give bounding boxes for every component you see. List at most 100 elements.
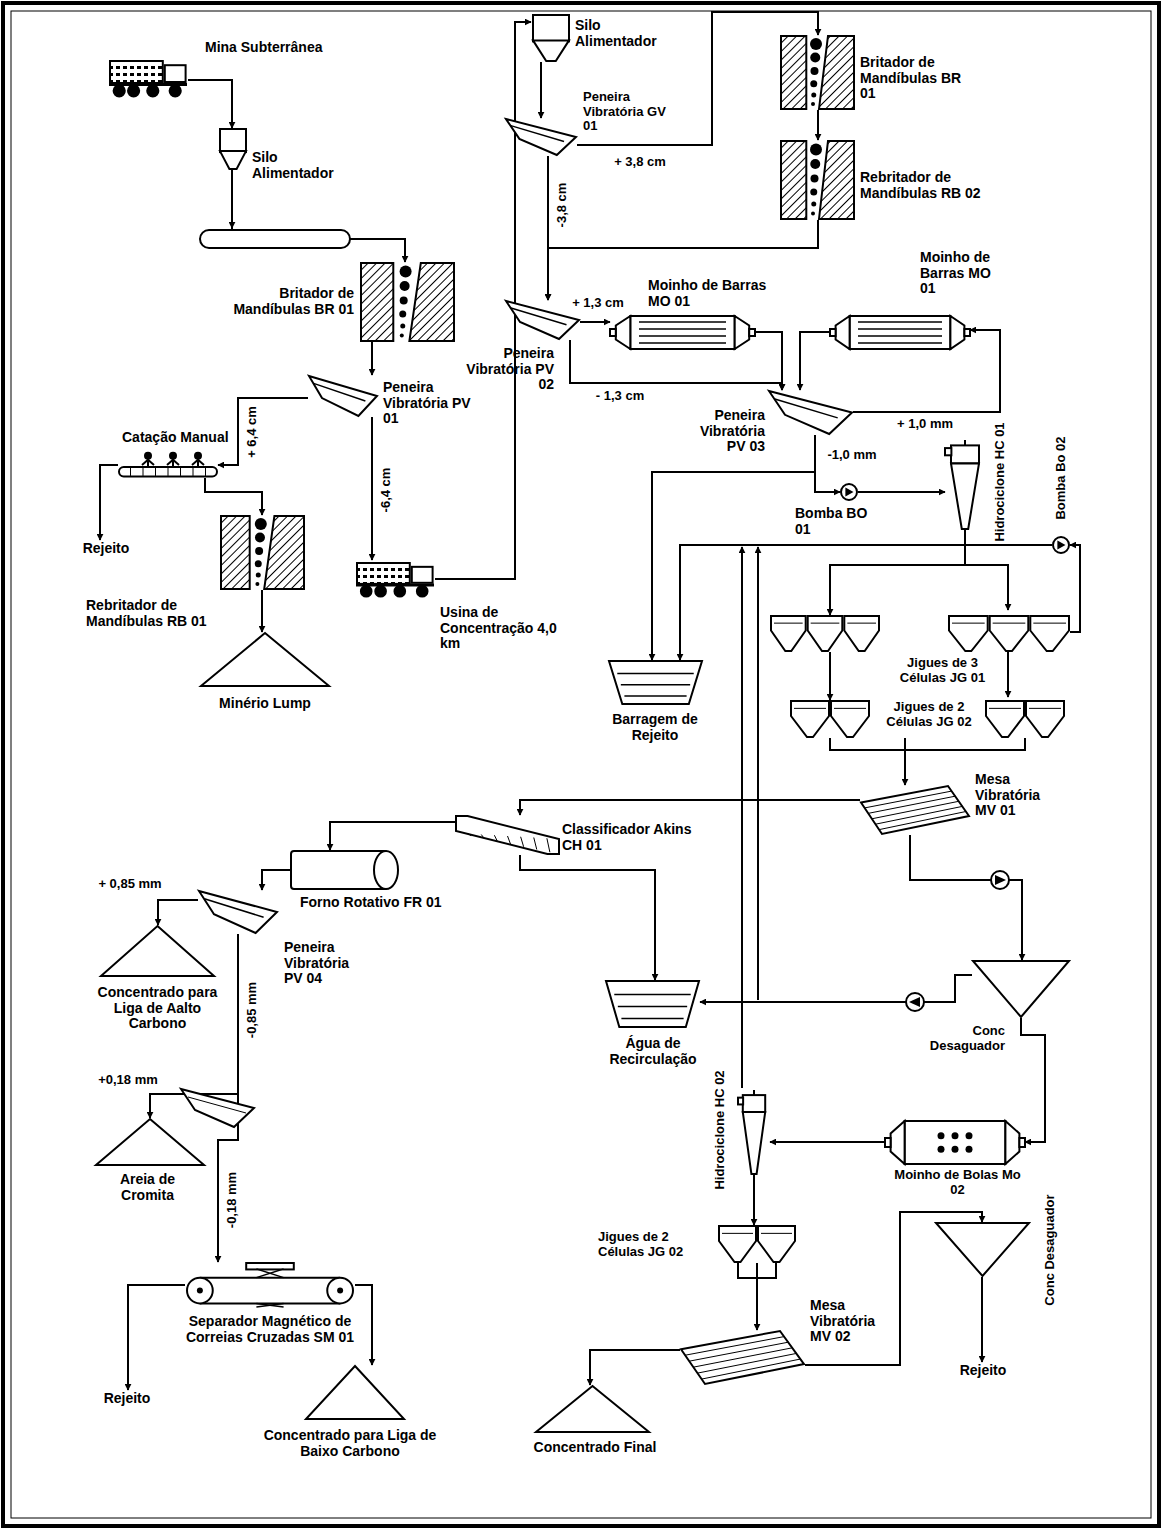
stockpile-drawing	[305, 1365, 405, 1420]
equipment-label: Classificador Akins CH 01	[562, 822, 707, 853]
jaw-crusher: Britador de Mandíbulas BR 01	[780, 35, 855, 110]
equipment-label: Areia de Cromita	[95, 1172, 200, 1203]
flow-line	[755, 332, 782, 390]
equipment-label: Bomba BO 01	[795, 506, 870, 537]
ball-mill: Moinho de Bolas Mo 02	[885, 1120, 1025, 1165]
pump-symbol: Bomba Bo 02	[1052, 536, 1070, 554]
stockpile: Minério Lump	[200, 632, 330, 687]
flow-line	[520, 855, 655, 980]
feed-bin-drawing	[531, 14, 571, 62]
flow-line	[520, 800, 860, 815]
flow-line	[218, 398, 308, 465]
size-fraction-label: -0,18 mm	[225, 1170, 239, 1230]
shaking-table-drawing	[680, 1330, 805, 1385]
jig-cells-drawing	[718, 1225, 796, 1263]
ball-mill-drawing	[885, 1120, 1025, 1165]
flow-line	[205, 478, 262, 515]
flow-line	[800, 332, 830, 390]
rod-mill: Moinho de Barras MO 01	[830, 315, 970, 350]
feed-bin: Silo Alimentador	[531, 14, 571, 62]
equipment-label: Hidrociclone HC 02	[713, 1070, 728, 1189]
rod-mill: Moinho de Barras MO 01	[610, 315, 755, 350]
vibrating-screen-drawing	[198, 890, 278, 934]
flow-line	[540, 62, 542, 118]
equipment-label: Barragem de Rejeito	[605, 712, 705, 743]
vibrating-screen: Peneira Vibratória GV 01	[505, 118, 577, 156]
equipment-label: Separador Magnético de Correias Cruzadas…	[180, 1314, 360, 1345]
flow-line	[577, 12, 818, 145]
flow-line	[910, 835, 1022, 960]
vibrating-screen-drawing	[768, 390, 853, 435]
flow-line	[371, 417, 373, 560]
equipment-label: Silo Alimentador	[575, 18, 685, 49]
equipment-label: Rejeito	[98, 1391, 156, 1407]
equipment-label: Bomba Bo 02	[1054, 436, 1069, 519]
page-frame-inner	[11, 11, 1151, 1518]
equipment-label: Concentrado para Liga de Baixo Carbono	[245, 1428, 455, 1459]
size-fraction-label: -0,85 mm	[245, 980, 259, 1040]
size-fraction-label: + 1,3 cm	[570, 296, 626, 310]
stockpile: Concentrado para Liga de Baixo Carbono	[305, 1365, 405, 1420]
vibrating-screen: Peneira Vibratória PV 02	[505, 300, 580, 340]
flow-line	[188, 80, 232, 128]
flow-line	[128, 1285, 185, 1390]
vibrating-screen: Peneira Vibratória PV 03	[768, 390, 853, 435]
rod-mill-drawing	[610, 315, 755, 350]
vibrating-screen-drawing	[505, 118, 577, 156]
shaking-table-drawing	[860, 785, 970, 835]
pump-symbol-drawing	[1052, 536, 1070, 554]
size-fraction-label: -6,4 cm	[379, 466, 393, 515]
belt-conveyor	[200, 172, 350, 248]
dewatering-cone: Conc Desaguador	[935, 1222, 1030, 1277]
text-node: Rejeito	[98, 1390, 156, 1410]
flow-line	[355, 1285, 372, 1365]
stockpile-drawing	[200, 632, 330, 687]
hydrocyclone-drawing	[945, 440, 985, 530]
jig-cells: Jigues de 3 Células JG 01	[770, 615, 1070, 652]
hydrocyclone-drawing	[738, 1090, 770, 1175]
vibrating-screen-drawing	[308, 375, 378, 417]
magnetic-separator: Separador Magnético de Correias Cruzadas…	[185, 1262, 355, 1308]
flow-line	[158, 900, 198, 925]
truck-symbol-drawing	[108, 58, 188, 98]
size-fraction-label: -3,8 cm	[555, 181, 569, 230]
vibrating-screen: Peneira Vibratória PV 04	[198, 890, 278, 934]
flow-line	[680, 545, 1052, 660]
slurry-pump	[906, 871, 1009, 1011]
flow-line	[1021, 1018, 1045, 1142]
picking-belt-drawing	[118, 452, 218, 478]
equipment-label: Britador de Mandíbulas BR 01	[860, 55, 980, 102]
tailings-dam: Barragem de Rejeito	[608, 660, 703, 705]
magnetic-separator-drawing	[185, 1262, 355, 1308]
tailings-dam-drawing	[608, 660, 703, 705]
equipment-label: Forno Rotativo FR 01	[300, 895, 450, 911]
equipment-label: Jigues de 2 Células JG 02	[874, 700, 984, 729]
flow-line	[753, 1175, 755, 1225]
rotary-kiln: Forno Rotativo FR 01	[290, 850, 400, 890]
screen-deck	[188, 1097, 246, 1113]
tailings-dam-drawing	[605, 980, 700, 1028]
equipment-label: Mesa Vibratória MV 01	[975, 772, 1060, 819]
page-frame	[3, 3, 1159, 1526]
jig-cells-drawing	[770, 615, 1070, 652]
equipment-label: Jigues de 2 Células JG 02	[598, 1230, 713, 1259]
flow-line	[815, 435, 840, 492]
equipment-label: Jigues de 3 Células JG 01	[885, 656, 1000, 685]
size-fraction-label: -1,0 mm	[825, 448, 878, 462]
equipment-label: Moinho de Barras MO 01	[648, 278, 778, 309]
flow-line	[830, 530, 965, 615]
equipment-label: Moinho de Bolas Mo 02	[890, 1168, 1025, 1197]
equipment-label: Conc Desaguador	[900, 1024, 1005, 1053]
text-node: Rejeito	[955, 1362, 1011, 1382]
akins-classifier: Classificador Akins CH 01	[455, 815, 560, 855]
stockpile-drawing	[100, 925, 215, 977]
jaw-crusher: Rebritador de Mandíbulas RB 02	[780, 140, 855, 220]
equipment-label: Silo Alimentador	[252, 150, 362, 181]
flow-line	[700, 975, 972, 1002]
stockpile-drawing	[95, 1118, 205, 1166]
rod-mill-drawing	[830, 315, 970, 350]
equipment-label: Peneira Vibratória PV 01	[383, 380, 478, 427]
equipment-label: Peneira Vibratória PV 03	[690, 408, 765, 455]
flow-line	[580, 321, 610, 323]
stockpile: Concentrado Final	[535, 1385, 650, 1433]
